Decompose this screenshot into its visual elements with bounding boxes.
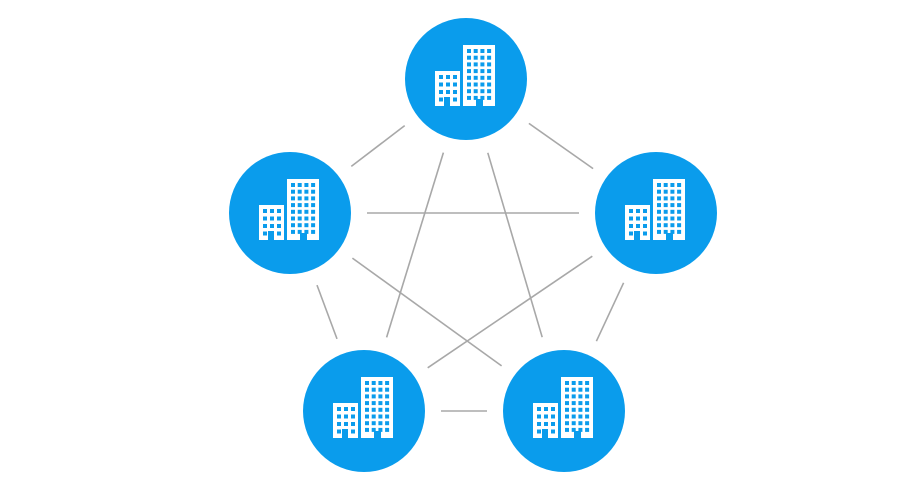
office-buildings-icon bbox=[333, 377, 393, 438]
nodes-layer bbox=[229, 18, 717, 472]
node-right bbox=[595, 152, 717, 274]
node-top bbox=[405, 18, 527, 140]
connector-top-right bbox=[528, 122, 594, 170]
connector-right-bottom-left bbox=[427, 255, 593, 369]
node-bottom-right bbox=[503, 350, 625, 472]
connector-left-bottom-left bbox=[316, 284, 338, 340]
connector-right-bottom-right bbox=[595, 282, 625, 342]
connector-top-bottom-left bbox=[385, 152, 445, 338]
connections-layer bbox=[316, 122, 625, 412]
office-buildings-icon bbox=[435, 45, 495, 106]
office-buildings-icon bbox=[625, 179, 685, 240]
connector-top-bottom-right bbox=[487, 152, 543, 338]
connector-top-left bbox=[350, 124, 406, 168]
node-bottom-left bbox=[303, 350, 425, 472]
office-buildings-icon bbox=[533, 377, 593, 438]
office-buildings-icon bbox=[259, 179, 319, 240]
connector-left-bottom-right bbox=[351, 257, 503, 367]
node-left bbox=[229, 152, 351, 274]
